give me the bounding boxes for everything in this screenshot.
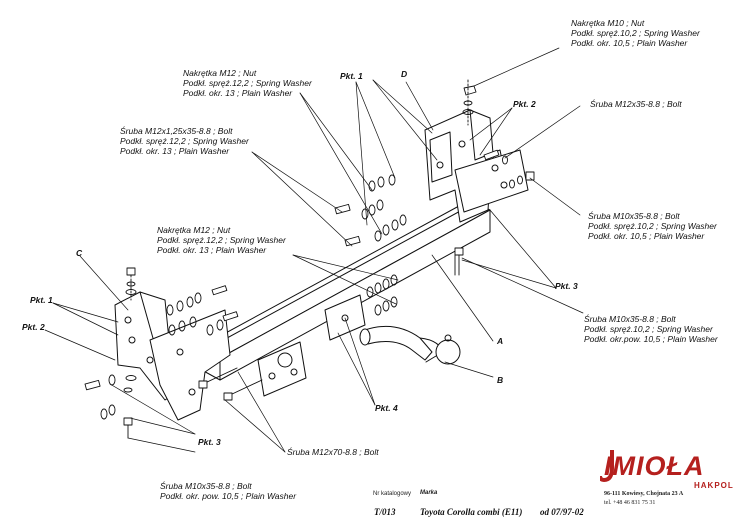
c-tag: C bbox=[76, 248, 83, 258]
long-bolts bbox=[198, 367, 263, 401]
vehicle-model: Toyota Corolla combi (E11) bbox=[420, 507, 523, 517]
ball-mount-bracket bbox=[324, 294, 366, 341]
centre-washers bbox=[366, 274, 398, 316]
pkt3-right-tag: Pkt. 3 bbox=[555, 281, 578, 291]
pkt1-top-tag: Pkt. 1 bbox=[340, 71, 363, 81]
brand-sub-logo: HAKPOL bbox=[694, 481, 734, 490]
company-address: 96-111 Kowiesy, Chojnata 23 A bbox=[604, 491, 684, 497]
pkt3-bottom-tag: Pkt. 3 bbox=[198, 437, 221, 447]
right-mounting-plate bbox=[454, 149, 529, 213]
pkt4-tag: Pkt. 4 bbox=[375, 403, 398, 413]
bolt-m12x35-label: Śruba M12x35-8.8 ; Bolt bbox=[590, 99, 682, 109]
company-phone: tel. +48 46 831 75 31 bbox=[604, 500, 656, 506]
leader-lines bbox=[44, 47, 584, 453]
brand-logo: IMIOŁA bbox=[604, 451, 705, 481]
middle-bolts bbox=[334, 174, 407, 247]
socket-plate bbox=[257, 341, 307, 397]
catalog-number-caption: Nr katalogowy bbox=[373, 491, 412, 497]
right-bottom-bolt bbox=[454, 247, 464, 276]
pkt2-left-tag: Pkt. 2 bbox=[22, 322, 45, 332]
catalog-code: T/013 bbox=[374, 507, 396, 517]
tow-ball bbox=[425, 334, 461, 365]
a-tag: A bbox=[497, 336, 504, 346]
logo-tow-hook-icon bbox=[600, 450, 614, 483]
top-nut-stack bbox=[462, 79, 477, 126]
pkt1-left-tag: Pkt. 1 bbox=[30, 295, 53, 305]
b-tag: B bbox=[497, 375, 504, 385]
right-bolts bbox=[483, 149, 535, 189]
vehicle-years: od 07/97-02 bbox=[540, 507, 584, 517]
left-vertical-bolts bbox=[123, 267, 137, 393]
tow-ball-neck bbox=[359, 325, 446, 361]
bolt-m12x70-label: Śruba M12x70-8.8 ; Bolt bbox=[287, 447, 379, 457]
d-tag: D bbox=[401, 69, 408, 79]
bottom-left-bolts bbox=[84, 374, 133, 439]
pkt2-top-tag: Pkt. 2 bbox=[513, 99, 536, 109]
left-washers bbox=[166, 285, 239, 336]
brand-caption: Marka bbox=[420, 490, 438, 496]
